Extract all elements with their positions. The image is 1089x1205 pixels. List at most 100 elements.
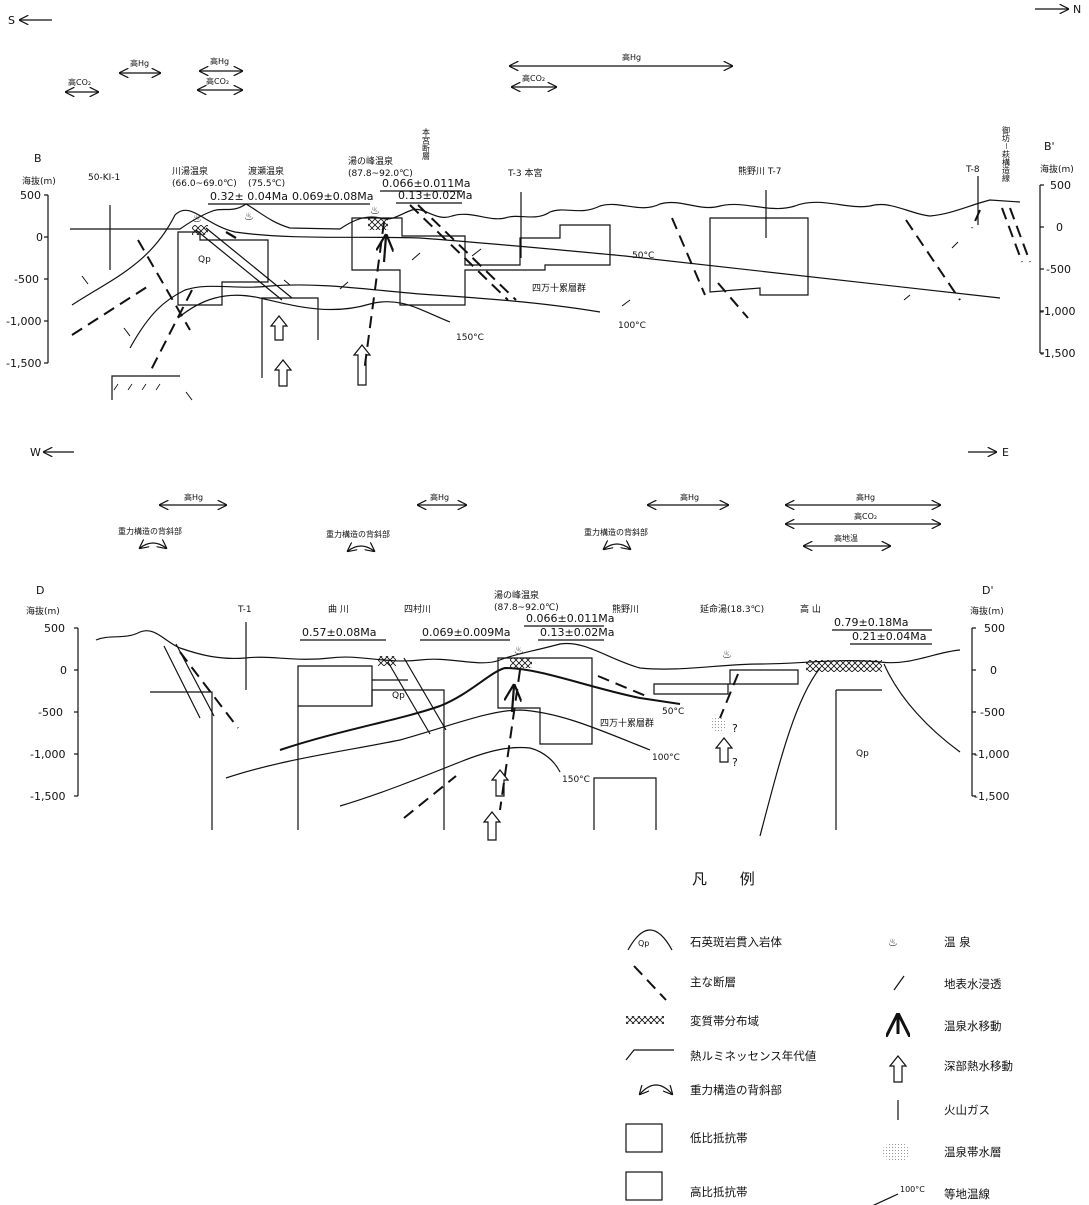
qp-dyke-bb [195,227,293,301]
high-res-zone-dd-1 [150,691,213,830]
legend-left-0: 石英斑岩貫入岩体 [690,935,782,949]
label-d-prime: D' [982,584,994,597]
svg-text:0: 0 [60,664,67,677]
well-t3-label: T-3 本宮 [507,167,543,179]
tl-age-icon [625,1049,674,1061]
dir-w-label: W [30,446,41,459]
legend-right-0: 温 泉 [944,935,971,949]
age-dd-6: 0.21±0.04Ma [852,630,926,643]
qp-label-dd: Qp [856,749,869,759]
group-label-dd: 四万十累層群 [600,717,654,729]
isotherm-50-bb [71,209,1001,306]
well-t8-label: T-8 [965,165,980,175]
low-res-zone-dd-1 [297,665,373,707]
svg-text:-1,000: -1,000 [974,748,1009,761]
place3-label: 熊野川 [612,603,639,615]
spring-icon-dd-2: ♨ [722,648,732,661]
low-res-zone-dd-4 [653,669,799,695]
surface-water-icon [893,975,905,991]
isotherm-icon [872,1193,899,1205]
spring-temp-dd: (87.8~92.0℃) [494,603,559,613]
well-50ki1-label: 50-KI-1 [88,173,120,183]
legend-left-2: 変質帯分布域 [690,1014,759,1028]
legend-left-6: 高比抵抗帯 [690,1185,748,1199]
high-res-zone-bb [111,375,180,400]
topography-dd [95,630,961,670]
isotherm-150-bb [177,294,451,323]
spring2-temp: (75.5℃) [248,179,285,189]
well-t1-label: T-1 [237,605,252,615]
svg-text:-500: -500 [1046,263,1071,276]
low-res-zone-dd-3 [497,657,593,745]
spring1-label: 川湯温泉 [172,165,208,177]
anomaly-co2-3: 高CO₂ [522,73,545,83]
qp-label-bb: Qp [198,255,211,265]
svg-text:-1,500: -1,500 [1040,347,1075,360]
dir-s-label: S [8,14,15,27]
yticks-left: 500 0 -500 -1,000 -1,500 [6,189,48,370]
legend-right-6: 等地温線 [944,1187,990,1201]
age-dd-5: 0.79±0.18Ma [834,616,908,629]
place2-label: 四村川 [404,603,431,615]
svg-text:-500: -500 [980,706,1005,719]
legend-qp-symbol: Qp [638,939,649,948]
fault-name-bb: 本宮断層 [422,127,431,161]
axis-title-left: 海抜(m) [22,175,56,187]
svg-text:0: 0 [36,231,43,244]
yticks-dd-left: 500 0 -500 -1,000 -1,500 [30,622,78,803]
place4-label: 延命湯(18.3℃) [700,603,764,615]
alteration-bb-2 [368,218,388,230]
iso-100-label-dd: 100°C [652,753,680,763]
yticks-right: 500 0 -500 -1,000 -1,500 [1040,179,1075,360]
fault-icon [633,965,667,1001]
anomaly-co2-2: 高CO₂ [206,76,229,86]
alteration-dd-3 [806,660,882,672]
dir-e-label: E [1002,446,1009,459]
legend-left-5: 低比抵抗帯 [690,1131,748,1145]
iso-150-label-dd: 150°C [562,775,590,785]
question-dd-2: ? [732,756,738,769]
isotherm-100-dd [225,709,651,779]
legend-title: 凡 例 [692,870,769,888]
alteration-dd-1 [378,656,396,666]
aquifer-dd [710,716,726,732]
anomaly-hg-dd-2: 高Hg [430,492,449,502]
isotherm-150-dd [339,746,561,807]
qp-body-dd [759,663,961,837]
anomaly-hg-2: 高Hg [210,56,229,66]
spring3-temp: (87.8~92.0℃) [348,169,413,179]
svg-text:-1,500: -1,500 [6,357,41,370]
anomaly-hg-1: 高Hg [130,58,149,68]
high-res-hatch-bb [113,383,161,391]
spring2-label: 渡瀬温泉 [248,165,284,177]
legend-left-1: 主な断層 [690,975,736,989]
axis-title-right: 海抜(m) [1040,163,1074,175]
anticline-1: 重力構造の背斜部 [118,526,182,536]
legend-right-4: 火山ガス [944,1103,990,1117]
spring-icon-bb-2: ♨ [244,210,254,223]
label-b: B [34,152,42,165]
qp-label-dd-2: Qp [392,691,405,701]
place5-label: 高 山 [800,603,821,615]
svg-text:500: 500 [44,622,65,635]
legend-right-5: 温泉帯水層 [944,1145,1002,1159]
high-res-zone-dd-2 [297,689,445,830]
low-res-icon [625,1123,663,1153]
svg-text:0: 0 [990,664,997,677]
group-label-bb: 四万十累層群 [532,282,586,294]
age-dd-2: 0.069±0.009Ma [422,626,510,639]
legend-iso-symbol: 100°C [900,1185,925,1194]
anticline-icon [640,1084,672,1094]
spring3-label: 湯の峰温泉 [348,155,393,167]
alteration-dd-2 [510,658,532,668]
aquifer-icon [882,1142,910,1162]
svg-text:-1,000: -1,000 [30,748,65,761]
spring-icon-bb-3: ♨ [370,204,380,217]
place1-label: 曲 川 [328,604,349,615]
anomaly-co2-dd: 高CO₂ [854,511,877,521]
label-b-prime: B' [1044,140,1055,153]
spring1-temp: (66.0~69.0℃) [172,179,237,189]
yticks-dd-right: 500 0 -500 -1,000 -1,500 [972,622,1009,803]
anomaly-temp-dd: 高地温 [834,533,858,543]
